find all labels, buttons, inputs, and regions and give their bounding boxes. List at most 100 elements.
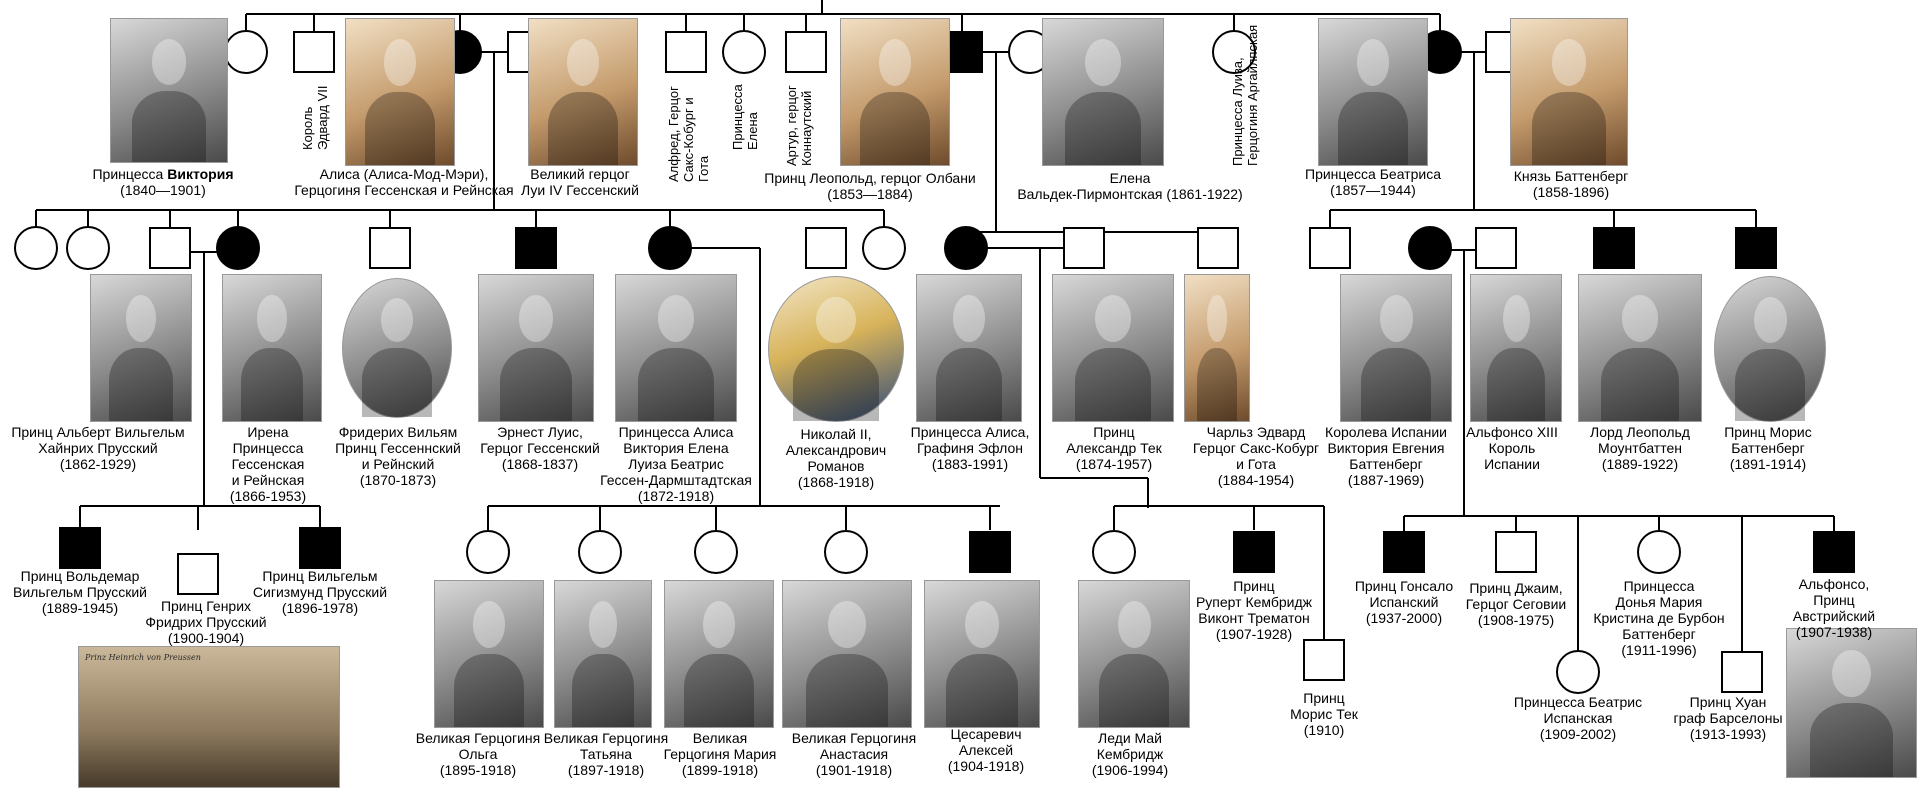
portrait-friedrich — [342, 278, 452, 418]
symbol-child-1 — [14, 226, 58, 270]
portrait-leopold — [840, 18, 950, 166]
portrait-ena — [1340, 274, 1452, 422]
symbol-maurice-b — [1735, 227, 1777, 269]
portrait-alice-athlone — [916, 274, 1022, 422]
portrait-nicholas — [768, 276, 904, 422]
label-albert-wilhelm: Принц Альберт Вильгельм Хайнрих Прусский… — [11, 424, 185, 472]
label-jaime: Принц Джаим, Герцог Сеговии (1908-1975) — [1465, 580, 1567, 628]
portrait-battenberg — [1510, 18, 1628, 166]
symbol-victoria — [224, 30, 268, 74]
symbol-maria-cristina — [1637, 530, 1681, 574]
label-juan: Принц Хуан граф Барселоны (1913-1993) — [1673, 694, 1783, 742]
symbol-juan — [1721, 651, 1763, 693]
portrait-may — [1078, 580, 1190, 728]
symbol-alice-athlone — [944, 226, 988, 270]
symbol-child-3 — [862, 226, 906, 270]
label-alfonso-asturias: Альфонсо, Принц Австрийский (1907-1938) — [1792, 576, 1876, 640]
label-beatrice: Принцесса Беатриса (1857—1944) — [1305, 166, 1441, 198]
label-nicholas: Николай II, Александрович Романов (1868-… — [785, 426, 887, 490]
portrait-olga — [434, 580, 544, 728]
symbol-edward — [293, 31, 335, 73]
portrait-alfonso-asturias — [1786, 628, 1917, 778]
label-irene: Ирена Принцесса Гессенская и Рейнская (1… — [229, 424, 307, 504]
label-alfred: Алфред, Герцог Сакс-Кобург и Гота — [666, 86, 711, 182]
portrait-alfonso-xiii — [1470, 274, 1562, 422]
label-waldemar: Принц Вольдемар Вильгельм Прусский (1889… — [12, 568, 148, 616]
label-maurice-teck: Принц Морис Тек (1910) — [1290, 690, 1358, 738]
symbol-helena — [722, 30, 766, 74]
label-friedrich: Фридерих Вильям Принц Гессеннский и Рейн… — [335, 424, 461, 488]
symbol-jaime — [1495, 531, 1537, 573]
label-alice: Алиса (Алиса-Мод-Мэри), Герцогиня Гессен… — [294, 166, 514, 198]
label-helena: Принцесса Елена — [730, 84, 760, 150]
portrait-alix — [615, 274, 737, 422]
label-maria: Великая Герцогиня Мария (1899-1918) — [663, 730, 777, 778]
group-photo-heinrich: Prinz Heinrich von Preussen — [78, 646, 340, 788]
portrait-tatiana — [554, 580, 652, 728]
symbol-tatiana — [578, 530, 622, 574]
label-gonzalo: Принц Гонсало Испанский (1937-2000) — [1354, 578, 1454, 626]
symbol-alfonso-xiii — [1475, 227, 1517, 269]
portrait-leopold-m — [1578, 274, 1702, 422]
portrait-anastasia — [782, 580, 912, 728]
symbol-charles-edward — [1197, 227, 1239, 269]
symbol-nicholas — [805, 227, 847, 269]
symbol-irene — [216, 226, 260, 270]
label-ernst: Эрнест Луис, Герцог Гессенский (1868-183… — [480, 424, 600, 472]
symbol-anastasia — [824, 530, 868, 574]
label-rupert: Принц Руперт Кембридж Виконт Трематон (1… — [1195, 578, 1313, 642]
label-louise: Принцесса Луиза, Герцогиня Аргайлпская — [1230, 24, 1260, 166]
symbol-maurice-teck — [1303, 639, 1345, 681]
portrait-victoria — [110, 18, 228, 163]
portrait-maria — [664, 580, 774, 728]
symbol-child-2 — [66, 226, 110, 270]
portrait-ernst — [478, 274, 594, 422]
symbol-ernst — [515, 227, 557, 269]
label-heinrich: Принц Генрих Фридрих Прусский (1900-1904… — [145, 598, 267, 646]
portrait-irene — [222, 274, 322, 422]
symbol-alix — [648, 226, 692, 270]
portrait-charles-edward — [1184, 274, 1250, 422]
symbol-louise — [1212, 30, 1256, 74]
label-victoria: Принцесса Виктория (1840—1901) — [92, 166, 234, 198]
label-helena-w: Елена Вальдек-Пирмонтская (1861-1922) — [1017, 170, 1243, 202]
symbol-ena — [1408, 226, 1452, 270]
label-ena: Королева Испании Виктория Евгения Баттен… — [1325, 424, 1447, 488]
symbol-friedrich — [369, 227, 411, 269]
symbol-olga — [466, 530, 510, 574]
portrait-helena-w — [1042, 18, 1164, 166]
symbol-may — [1092, 530, 1136, 574]
symbol-waldemar — [59, 527, 101, 569]
symbol-leopold-m — [1593, 227, 1635, 269]
pedigree-symbols — [14, 30, 1855, 694]
symbol-alfred — [665, 31, 707, 73]
label-tatiana: Великая Герцогиня Татьяна (1897-1918) — [543, 730, 669, 778]
label-alexei: Цесаревич Алексей (1904-1918) — [947, 726, 1025, 774]
symbol-child-4 — [1309, 227, 1351, 269]
label-sigismund: Принц Вильгельм Сигизмунд Прусский (1896… — [252, 568, 388, 616]
symbol-gonzalo — [1383, 531, 1425, 573]
label-alexander-teck: Принц Александр Тек (1874-1957) — [1066, 424, 1162, 472]
label-anastasia: Великая Герцогиня Анастасия (1901-1918) — [791, 730, 917, 778]
symbol-maria — [694, 530, 738, 574]
portrait-alexander-teck — [1052, 274, 1174, 422]
symbol-heinrich — [177, 553, 219, 595]
symbol-rupert — [1233, 531, 1275, 573]
label-maurice-b: Принц Морис Баттенберг (1891-1914) — [1724, 424, 1812, 472]
label-alice-athlone: Принцесса Алиса, Графиня Эфлон (1883-199… — [910, 424, 1030, 472]
symbol-arthur — [785, 31, 827, 73]
label-olga: Великая Герцогиня Ольга (1895-1918) — [415, 730, 541, 778]
symbol-alfonso-asturias — [1813, 531, 1855, 573]
symbol-sigismund — [299, 527, 341, 569]
label-maria-cristina: Принцесса Донья Мария Кристина де Бурбон… — [1593, 578, 1725, 658]
symbol-albert-wilhelm — [149, 227, 191, 269]
label-alix: Принцесса Алиса Виктория Елена Луиза Беа… — [600, 424, 752, 504]
label-leopold: Принц Леопольд, герцог Олбани (1853—1884… — [764, 170, 976, 202]
label-alfonso-xiii: Альфонсо XIII Король Испании — [1466, 424, 1558, 472]
label-beatriz: Принцесса Беатрис Испанская (1909-2002) — [1513, 694, 1643, 742]
portrait-alexei — [924, 580, 1040, 728]
label-arthur: Артур, герцог Коннаутский — [784, 85, 814, 166]
group-photo-caption: Prinz Heinrich von Preussen — [85, 653, 201, 662]
portrait-beatrice — [1318, 18, 1428, 166]
